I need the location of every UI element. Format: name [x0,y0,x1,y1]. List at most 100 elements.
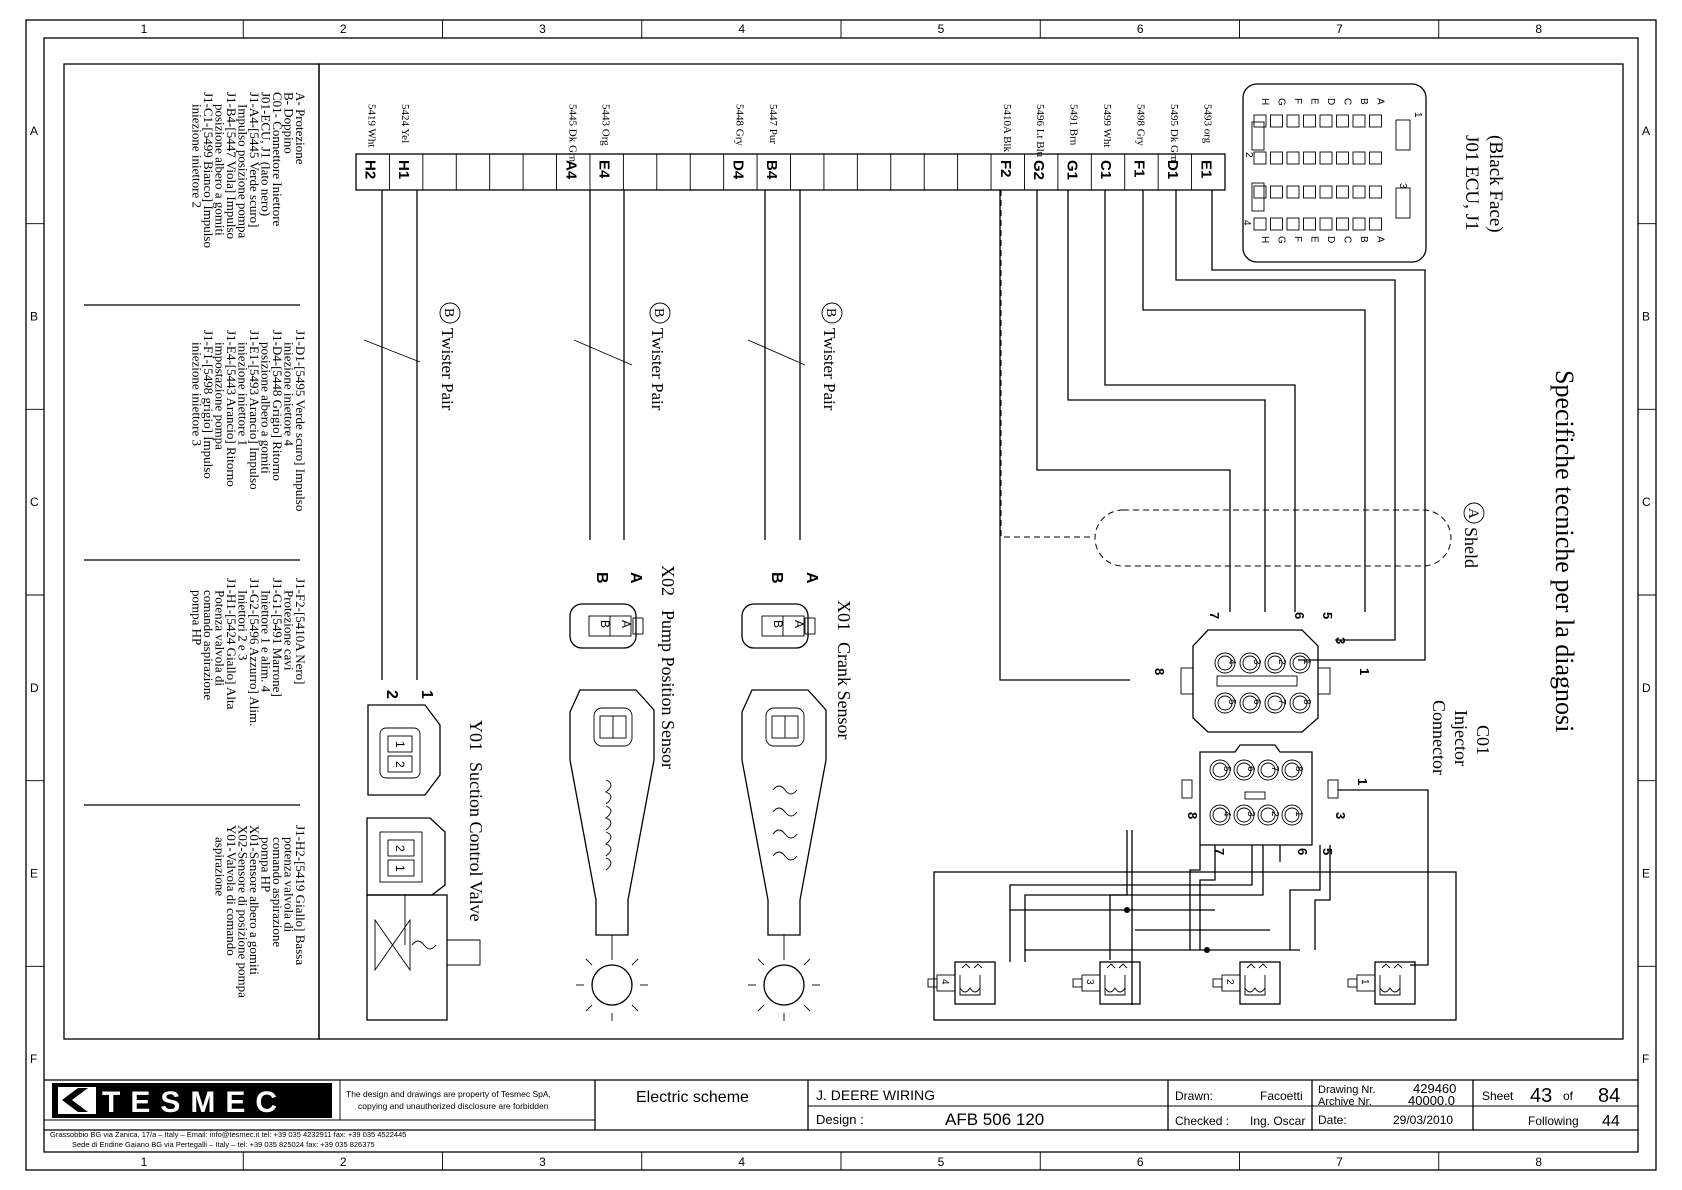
drawn-label: Drawn: [1175,1089,1213,1103]
grid-row-right: F [1642,1052,1649,1066]
legend-line: J1-D4-[5448 Grigio] Ritorno [270,330,285,481]
pin-wire-label: 5445 Dk Grn [566,104,578,163]
grid-col-top: 4 [738,22,745,36]
design-value: AFB 506 120 [945,1110,1044,1129]
c01-lower-wire-number: 6 [1295,848,1310,855]
c01-lower-wire-number: 8 [1185,812,1200,819]
scheme-label: Electric scheme [636,1089,749,1106]
pin-wire-label: 5419 Wht [366,104,378,148]
grid-row-left: D [30,681,39,695]
pin-code: G2 [1030,160,1047,180]
of-label: of [1563,1089,1574,1103]
legend-line: X01-Sensore albero a gomiti [247,825,262,975]
grid-row-right: B [1642,310,1650,324]
archive-nr: 40000.0 [1408,1093,1455,1108]
x01-name: Crank Sensor [834,642,854,740]
c01-lower-pin: 5 [1221,766,1232,772]
grid-col-bottom: 7 [1336,1155,1343,1169]
legend-line: potenza valvola di [282,837,297,933]
pin-code: B4 [763,160,780,180]
grid-row-left: E [30,867,38,881]
x02-pin-b-label: B [593,572,610,584]
grid-col-top: 2 [340,22,347,36]
injector-number: 3 [1084,979,1095,985]
diagram-title: Specifiche tecniche per la diagnosi [1550,370,1579,732]
x02-pin-a: A [619,620,633,628]
ecu-row-letter: B [1358,98,1369,105]
pin-wire-label: 5498 Gry [1134,104,1146,146]
legend-line: J01-ECU, J1 (lato nero) [259,92,274,216]
grid-col-bottom: 4 [738,1155,745,1169]
legend-line: J1-E4-[5443 Arancio] Ritorno [224,330,239,487]
following-label: Following [1528,1114,1579,1128]
legend-line: J1-H1-[5424 Giallo] Alta [224,578,239,710]
x01-pin-a: A [792,620,806,628]
y01-code: Y01 [466,720,486,751]
ecu-pin-number: 1 [1412,112,1423,118]
address-line-2: Sede di Endine Gaiano BG via Pertegalli … [72,1140,375,1149]
grid-col-bottom: 1 [141,1155,148,1169]
grid-col-bottom: 2 [340,1155,347,1169]
grid-col-top: 5 [938,22,945,36]
grid-row-right: E [1642,867,1650,881]
ecu-row-letter: D [1325,236,1336,243]
ecu-row-letter: H [1259,98,1270,105]
twisted-pair-badge-letter: B [441,308,456,317]
sheet-number: 43 [1530,1085,1552,1107]
grid-col-top: 3 [539,22,546,36]
twisted-pair-label: Twister Pair [648,328,667,411]
y01-suction-control-valve [363,190,481,1021]
c01-pin: 8 [1301,699,1312,705]
y01-name: Suction Control Valve [466,762,486,922]
date-label: Date: [1318,1113,1347,1127]
injector-number: 1 [1359,979,1370,985]
sheet-total: 84 [1598,1085,1620,1107]
pin-code: H2 [362,160,379,179]
injector-number: 2 [1224,979,1235,985]
checked-value: Ing. Oscar [1250,1114,1305,1128]
grid-row-left: C [30,495,39,509]
legend-line: iniezione iniettore 3 [190,342,205,446]
x02-code: X02 [658,565,678,596]
grid-col-bottom: 5 [938,1155,945,1169]
x01-code: X01 [834,600,854,631]
address-line-1: Grassobbio BG via Zanica, 17/a – Italy –… [50,1130,406,1139]
grid-col-bottom: 8 [1535,1155,1542,1169]
ecu-row-letter: F [1292,98,1303,104]
c01-pin: 2 [1276,659,1287,665]
pin-wire-label: 5496 Lt Blu [1034,104,1046,158]
drawing-nr-label: Drawing Nr. [1318,1084,1375,1096]
grid-row-right: A [1642,124,1650,138]
c01-lower-pin: 2 [1269,811,1280,817]
x02-pump-position-sensor [569,190,655,1021]
c01-label-3: Connector [1429,700,1449,775]
twisted-pair-label: Twister Pair [820,328,839,411]
legend-line: posizione albero a gomiti [213,104,228,236]
c01-pin: 5 [1226,699,1237,705]
legend-line: J1-B4-[5447 Viola] Impulso [224,92,239,239]
ecu-row-letter: C [1342,236,1353,243]
legend-line: J1-F2-[5410A Nero] [293,578,308,685]
following-value: 44 [1602,1113,1620,1130]
twisted-pair-badge [821,302,843,324]
pin-wire-label: 5448 Gry [733,104,745,146]
pin-wire-label: 5443 Org [600,104,612,146]
x02-pin-b: B [598,620,612,628]
c01-wire-number: 5 [1320,612,1335,619]
twisted-pair-badge [439,302,461,324]
ecu-pin-number: 2 [1243,152,1254,158]
grid-row-right: C [1642,495,1651,509]
ecu-label-1: J01 ECU, J1 [1461,135,1482,231]
ecu-row-letter: G [1276,98,1287,106]
grid-col-top: 6 [1137,22,1144,36]
injector-box [933,871,1457,1021]
legend-line: Protezione cavi [282,590,297,671]
pin-code: F2 [997,160,1014,178]
legend-line: J1-D1-[5495 Verde scuro] Impulso [293,330,308,511]
notice-line-1: The design and drawings are property of … [346,1089,551,1099]
